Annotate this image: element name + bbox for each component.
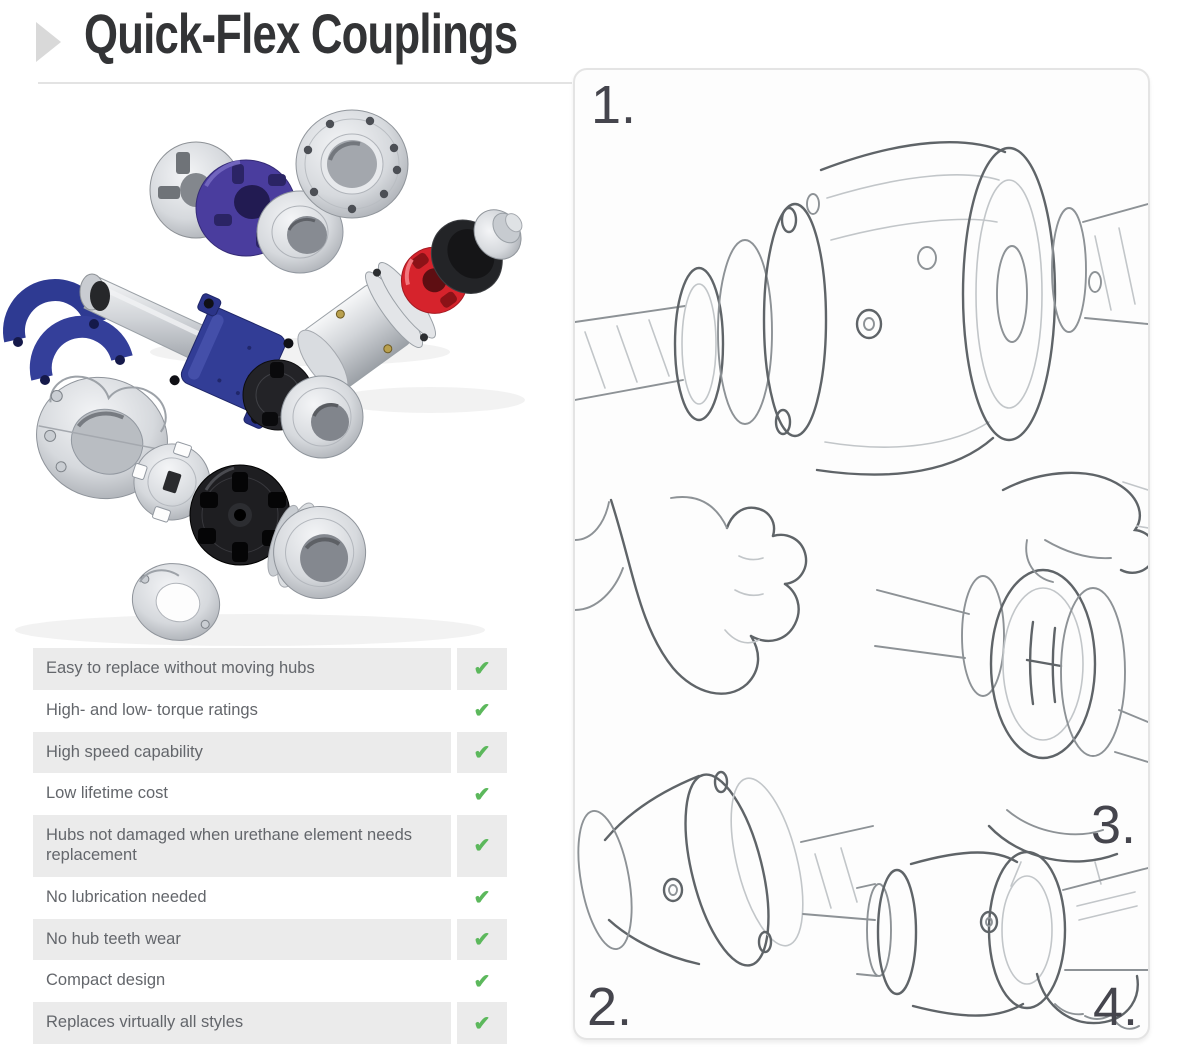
check-icon: ✔ [473,1012,491,1035]
feature-row: High speed capability ✔ [33,731,507,774]
title-arrow-icon [36,22,61,62]
feature-label: High speed capability [33,731,451,774]
sketch-step-1 [575,141,1148,476]
feature-check-cell: ✔ [457,1002,507,1044]
check-icon: ✔ [473,700,491,723]
feature-row: High- and low- torque ratings ✔ [33,690,507,732]
feature-check-cell: ✔ [457,877,507,919]
feature-check-cell: ✔ [457,815,507,877]
check-icon: ✔ [473,741,491,764]
check-icon: ✔ [473,887,491,910]
sketch-step-4 [856,850,1148,1030]
feature-row: Compact design ✔ [33,960,507,1002]
step-number-3: 3. [1090,795,1136,855]
feature-check-cell: ✔ [457,773,507,815]
check-icon: ✔ [473,783,491,806]
feature-row: Easy to replace without moving hubs ✔ [33,648,507,690]
check-icon: ✔ [473,658,491,681]
feature-row: Replaces virtually all styles ✔ [33,1002,507,1044]
page-title: Quick-Flex Couplings [84,2,518,65]
step-number-4: 4. [1092,977,1138,1037]
photo-top-assembly [149,109,409,274]
photo-right-assembly [297,209,523,394]
step-number-1: 1. [591,75,637,135]
installation-sketch-panel: 1. 2. 3. 4. [573,68,1150,1040]
header-divider [38,82,572,84]
feature-label: No hub teeth wear [33,918,451,961]
feature-row: Hubs not damaged when urethane element n… [33,815,507,877]
feature-label: Low lifetime cost [46,784,168,803]
sketch-step-3 [874,471,1148,887]
feature-row: Low lifetime cost ✔ [33,773,507,815]
check-icon: ✔ [473,835,491,858]
feature-check-cell: ✔ [457,960,507,1002]
feature-label: Compact design [46,971,166,990]
feature-label: Replaces virtually all styles [33,1002,451,1044]
check-icon: ✔ [473,928,491,951]
feature-check-cell: ✔ [457,648,507,690]
feature-label: Hubs not damaged when urethane element n… [33,815,451,877]
feature-label: No lubrication needed [46,887,207,906]
feature-check-cell: ✔ [457,690,507,732]
feature-label: High- and low- torque ratings [46,700,258,719]
feature-row: No hub teeth wear ✔ [33,918,507,961]
feature-label: Easy to replace without moving hubs [33,648,451,690]
feature-check-cell: ✔ [457,731,507,774]
product-photo [0,90,560,650]
feature-check-cell: ✔ [457,918,507,961]
check-icon: ✔ [473,970,491,993]
photo-middle-assembly [3,273,364,459]
step-number-2: 2. [587,977,633,1037]
photo-bottom-assembly [36,375,367,641]
feature-row: No lubrication needed ✔ [33,877,507,919]
sketch-step-2 [575,496,876,967]
feature-list: Easy to replace without moving hubs ✔ Hi… [33,648,507,1044]
